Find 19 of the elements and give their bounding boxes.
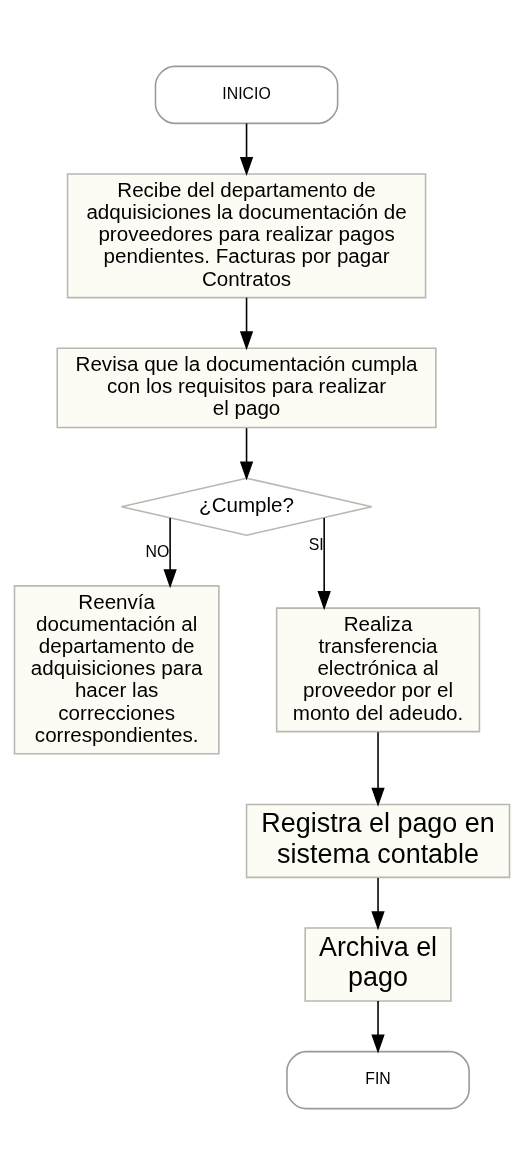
arrow — [239, 296, 254, 351]
node-box: Recibe del departamento de adquisiciones la documentación de proveedores para realizar pagos pendientes. Facturas por pagar Contratos — [66, 173, 427, 299]
edge-label: NO — [145, 542, 170, 560]
node-box: Realiza transferencia electrónica al proveedor por el monto del adeudo. — [275, 607, 481, 733]
node-diamond: ¿Cumple? — [120, 477, 373, 537]
arrow — [163, 517, 177, 589]
node-box: Revisa que la documentación cumpla con los requisitos para realizar el pago — [56, 347, 437, 429]
node-box: FIN — [286, 1050, 470, 1110]
arrow — [371, 731, 385, 807]
arrow — [239, 122, 254, 176]
arrow — [317, 517, 331, 611]
node-box: Reenvía documentación al departamento de adquisiciones para hacer las correcciones correspondientes. — [13, 585, 220, 755]
node-box: Archiva el pago — [304, 927, 452, 1002]
arrow — [371, 877, 385, 931]
node-box: INICIO — [154, 65, 339, 125]
node-box: Registra el pago en sistema contable — [245, 803, 511, 879]
arrow — [239, 427, 254, 481]
arrow — [371, 1000, 385, 1054]
edge-label: SI — [308, 536, 324, 554]
